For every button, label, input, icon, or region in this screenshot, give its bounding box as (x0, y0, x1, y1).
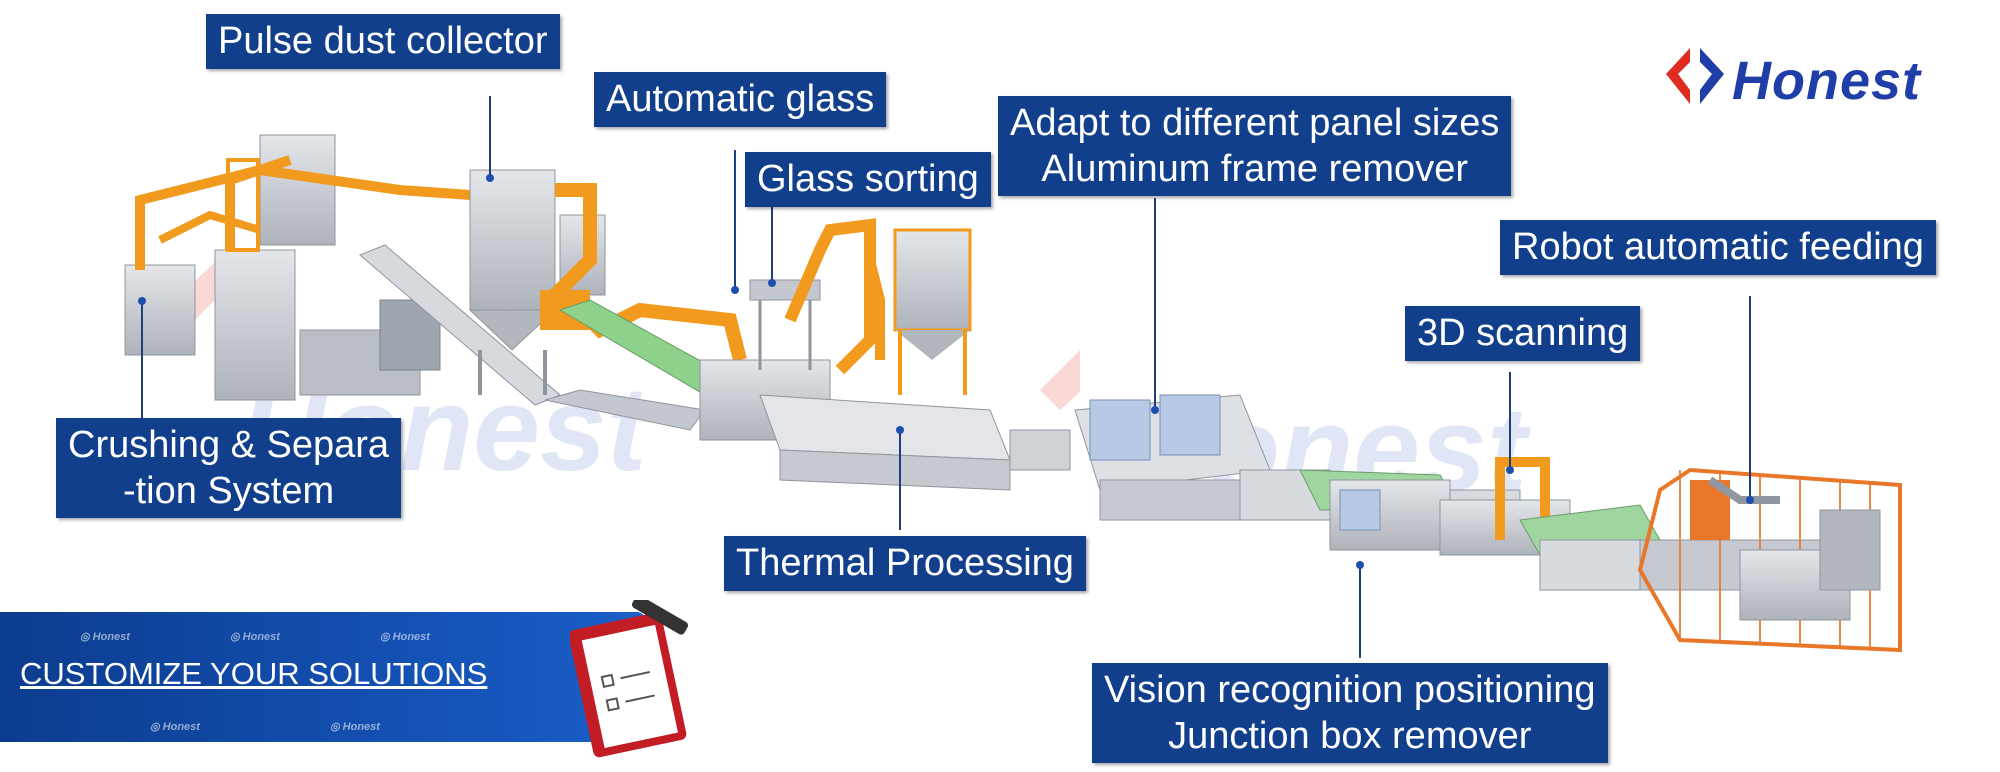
label-vision-recognition-junction-box: Vision recognition positioning Junction … (1092, 663, 1608, 763)
label-text: Pulse dust collector (218, 20, 548, 62)
leader-dots (138, 174, 1754, 569)
3d-scanning-gantry (1439, 457, 1661, 591)
honest-logo: Honest (1660, 44, 1950, 112)
label-thermal-processing: Thermal Processing (724, 536, 1086, 591)
label-pulse-dust-collector: Pulse dust collector (206, 14, 560, 69)
clipboard-icon (570, 600, 689, 758)
label-text: Adapt to different panel sizes (1010, 102, 1500, 144)
label-text: Thermal Processing (736, 542, 1074, 584)
customize-solutions-banner[interactable]: ◎ Honest ◎ Honest ◎ Honest ◎ Honest ◎ Ho… (0, 612, 645, 742)
crushing-machine (124, 134, 541, 401)
label-text: Glass sorting (757, 158, 979, 200)
logo-text: Honest (1732, 51, 1922, 111)
leader-lines (141, 96, 1751, 658)
banner-watermark: ◎ Honest (230, 631, 280, 643)
label-3d-scanning: 3D scanning (1405, 306, 1641, 361)
banner-watermark: ◎ Honest (80, 631, 130, 643)
label-text: Aluminum frame remover (1041, 148, 1468, 190)
glass-sorting-machine (749, 218, 972, 395)
label-text: Junction box remover (1168, 715, 1532, 757)
banner-watermark: ◎ Honest (150, 721, 200, 733)
thermal-processing-oven (759, 394, 1071, 491)
label-crushing-separation-system: Crushing & Separa -tion System (56, 418, 402, 518)
aluminum-frame-remover-machine (1074, 394, 1271, 521)
label-glass-sorting: Glass sorting (745, 152, 991, 207)
customize-solutions-link[interactable]: CUSTOMIZE YOUR SOLUTIONS (20, 656, 488, 691)
label-aluminum-frame-remover: Adapt to different panel sizes Aluminum … (998, 96, 1512, 196)
label-text: 3D scanning (1417, 312, 1629, 354)
banner-watermark: ◎ Honest (380, 631, 430, 643)
label-automatic-glass: Automatic glass (594, 72, 887, 127)
label-text: Automatic glass (606, 78, 875, 120)
label-robot-automatic-feeding: Robot automatic feeding (1500, 220, 1936, 275)
robot-feeding-cell (1637, 467, 1902, 653)
label-text: Vision recognition positioning (1104, 669, 1596, 711)
label-text: Robot automatic feeding (1512, 226, 1924, 268)
honest-logo-icon (1666, 48, 1724, 104)
label-text: -tion System (122, 470, 335, 512)
banner-watermark: ◎ Honest (330, 721, 380, 733)
label-text: Crushing & Separa (68, 424, 390, 466)
